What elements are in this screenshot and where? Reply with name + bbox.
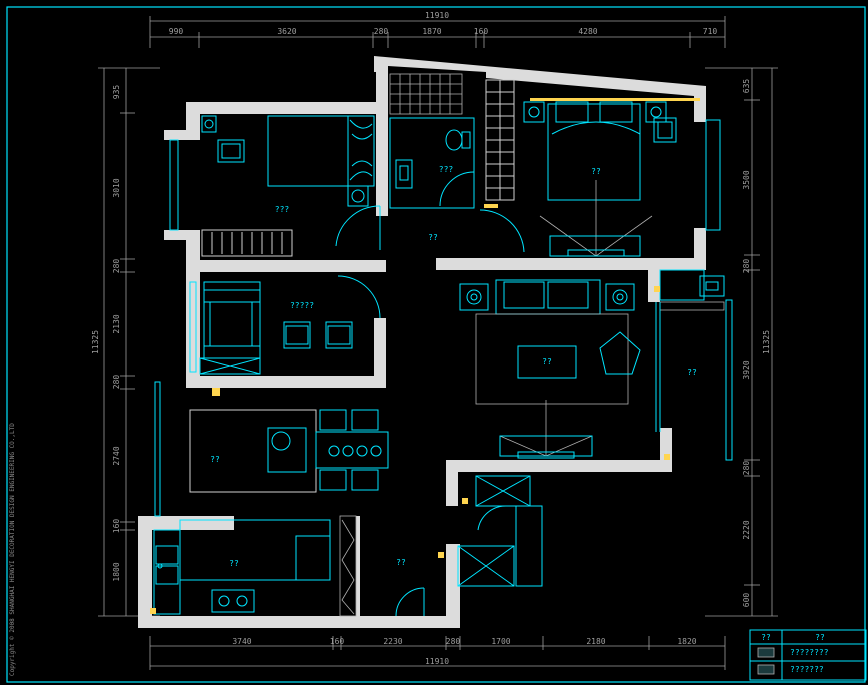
top-dimension-chain: 11910 990 3620 280 1870 160 4280 710 — [149, 11, 726, 48]
left-dim-1: 935 — [112, 85, 121, 100]
label-master: ?? — [591, 167, 601, 176]
label-bathroom: ??? — [439, 165, 454, 174]
right-dim-2: 3500 — [742, 170, 751, 189]
label-dining: ?? — [210, 455, 220, 464]
top-total-dim: 11910 — [425, 11, 449, 20]
dining-area: ?? — [189, 388, 389, 493]
kitchen: ?? — [150, 515, 357, 617]
left-dim-3: 280 — [112, 259, 121, 274]
left-dim-5: 280 — [112, 375, 121, 390]
master-bedroom: ?? — [523, 98, 700, 257]
copyright-text: Copyright © 2008 SHANGHAI HENGYI DECORAT… — [9, 423, 16, 676]
label-living: ?? — [542, 357, 552, 366]
top-dim-5: 160 — [474, 27, 489, 36]
legend-header-2: ?? — [815, 633, 825, 642]
bottom-dim-4: 280 — [446, 637, 461, 646]
top-dim-2: 3620 — [277, 27, 296, 36]
legend-swatch-1 — [757, 647, 775, 658]
label-balcony: ?? — [687, 368, 697, 377]
left-total-dim: 11325 — [91, 330, 100, 354]
left-dim-6: 2740 — [112, 446, 121, 465]
label-kitchen: ?? — [229, 559, 239, 568]
left-dim-8: 1800 — [112, 562, 121, 581]
legend-row-2: ??????? — [790, 665, 824, 674]
left-dim-7: 160 — [112, 519, 121, 534]
label-entry: ?? — [396, 558, 406, 567]
top-dim-1: 990 — [169, 27, 184, 36]
bottom-total-dim: 11910 — [425, 657, 449, 666]
bottom-dimension-chain: 3740 160 2230 280 1700 2180 1820 11910 — [149, 636, 726, 670]
right-dim-5: 280 — [742, 461, 751, 476]
stair-shaft — [484, 79, 515, 208]
top-dim-3: 280 — [374, 27, 389, 36]
bottom-dim-2: 160 — [330, 637, 345, 646]
top-dim-4: 1870 — [422, 27, 441, 36]
right-dim-4: 3920 — [742, 360, 751, 379]
right-dim-6: 2220 — [742, 520, 751, 539]
right-dim-7: 600 — [742, 593, 751, 608]
left-dim-4: 2130 — [112, 314, 121, 333]
label-study: ????? — [290, 301, 314, 310]
windows — [154, 119, 733, 517]
right-dim-1: 635 — [742, 79, 751, 94]
legend-header-1: ?? — [761, 633, 771, 642]
left-dimension-chain: 935 3010 280 2130 280 2740 160 1800 1132… — [91, 67, 160, 617]
label-bedroom-a: ??? — [275, 205, 290, 214]
bottom-dim-5: 1700 — [491, 637, 510, 646]
right-dim-3: 280 — [742, 259, 751, 274]
right-dimension-chain: 635 3500 280 3920 280 2220 600 11325 — [705, 67, 778, 617]
entry-foyer: ?? — [395, 475, 543, 617]
hall: ?? — [335, 205, 525, 319]
bottom-dim-7: 1820 — [677, 637, 696, 646]
top-dim-7: 710 — [703, 27, 718, 36]
legend-swatch-2 — [757, 664, 775, 675]
living-room: ?? — [459, 279, 641, 459]
walls — [138, 56, 706, 628]
legend-row-1: ???????? — [790, 648, 829, 657]
balcony: ?? — [654, 269, 725, 460]
bathroom: ??? — [389, 73, 475, 209]
bedroom-a: ??? — [201, 115, 375, 257]
bottom-dim-1: 3740 — [232, 637, 251, 646]
bottom-dim-3: 2230 — [383, 637, 402, 646]
study: ????? — [199, 281, 353, 375]
drawing-frame — [6, 6, 866, 683]
left-dim-2: 3010 — [112, 178, 121, 197]
label-hall: ?? — [428, 233, 438, 242]
bottom-dim-6: 2180 — [586, 637, 605, 646]
top-dim-6: 4280 — [578, 27, 597, 36]
right-total-dim: 11325 — [762, 330, 771, 354]
legend-table: ?? ?? ???????? ??????? — [749, 629, 867, 681]
